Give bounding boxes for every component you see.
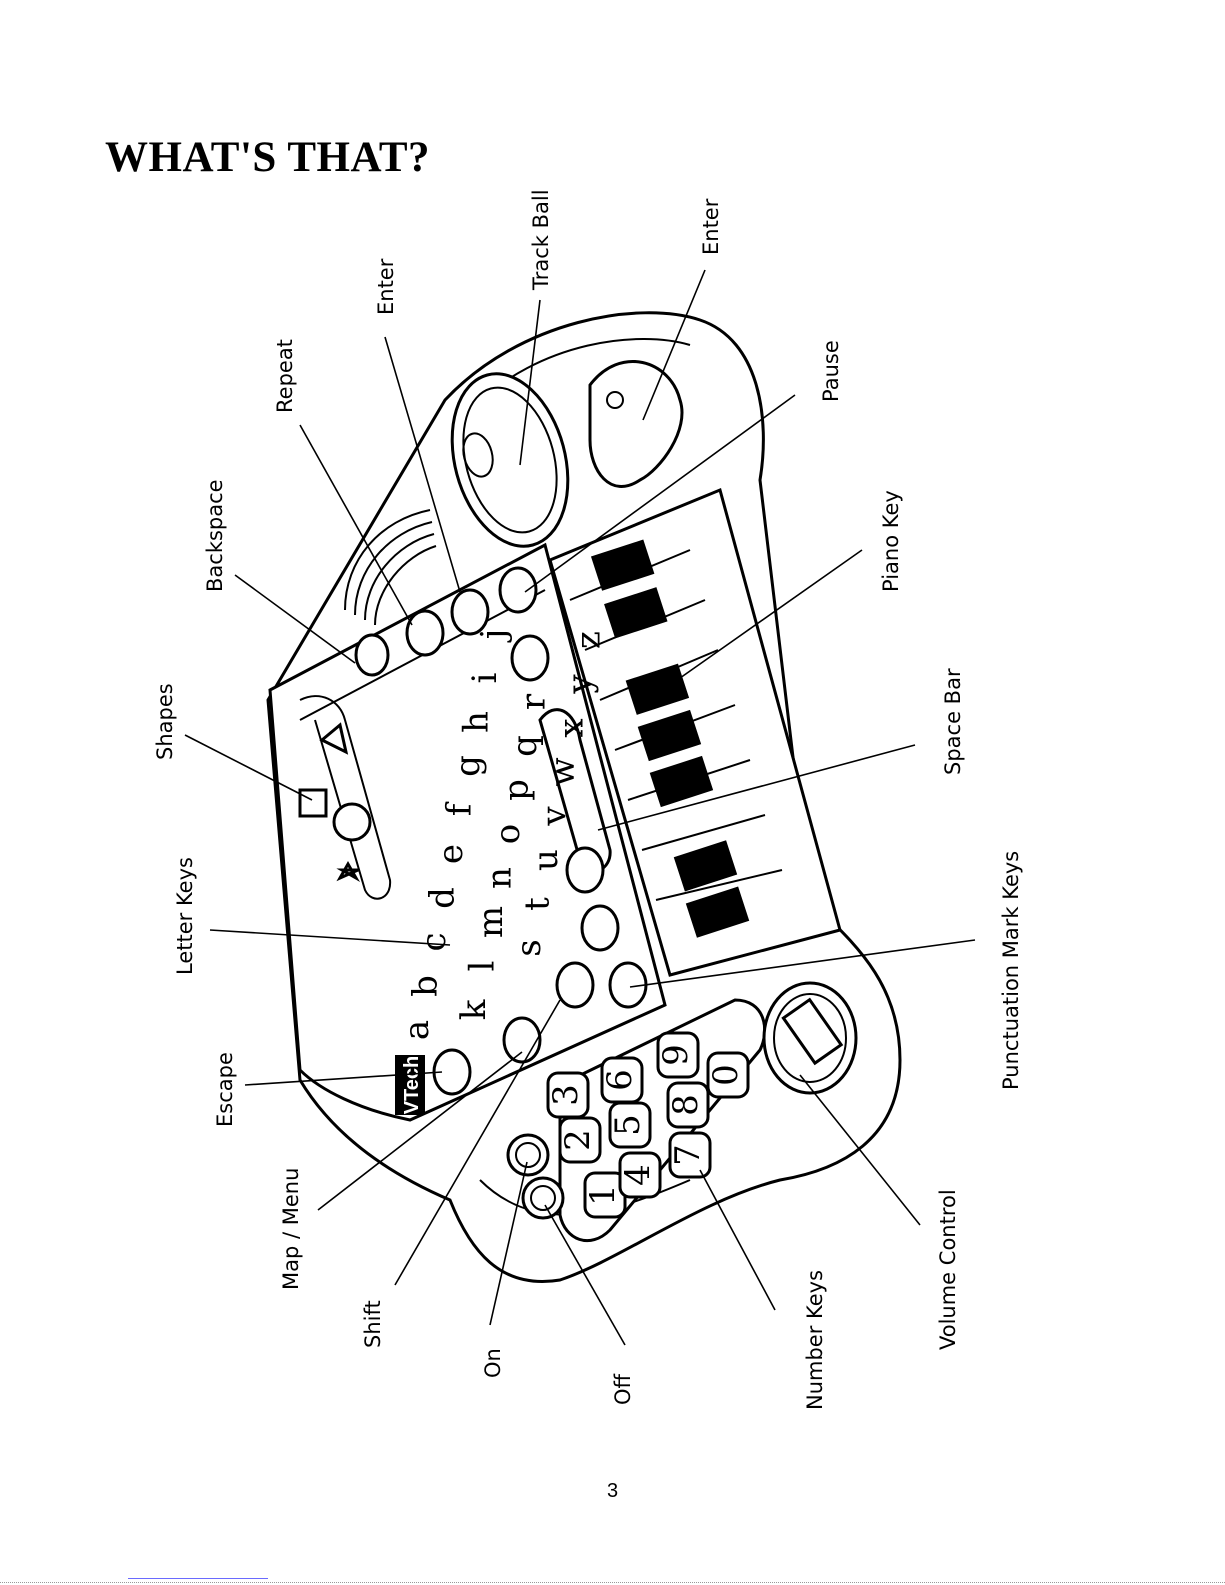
letter-key-i[interactable]: i [465, 672, 505, 683]
on-button[interactable] [508, 1135, 548, 1175]
label-backspace: Backspace [203, 479, 227, 592]
number-key-label: 4 [618, 1164, 658, 1186]
punctuation-key[interactable] [567, 848, 603, 892]
vtech-logo: VTech [395, 1055, 425, 1115]
volume-control[interactable] [764, 983, 856, 1093]
brand-text: VTech [401, 1056, 423, 1115]
number-key-label: 7 [668, 1144, 708, 1166]
label-repeat: Repeat [273, 339, 297, 413]
letter-key-y[interactable]: y [560, 674, 600, 695]
repeat-key[interactable] [407, 611, 443, 655]
letter-key-r[interactable]: r [514, 693, 554, 710]
letter-key-m[interactable]: m [471, 906, 511, 938]
letter-key-l[interactable]: l [463, 961, 503, 972]
number-key-label: 6 [600, 1069, 640, 1091]
label-punctuation-mark-keys: Punctuation Mark Keys [999, 851, 1023, 1090]
label-pause: Pause [819, 340, 843, 402]
letter-key-z[interactable]: z [569, 631, 609, 649]
enter-key-left[interactable] [452, 590, 488, 634]
letter-key-c[interactable]: c [414, 932, 454, 951]
label-escape: Escape [213, 1052, 237, 1127]
number-key-label: 5 [608, 1114, 648, 1136]
label-shift: Shift [361, 1300, 385, 1348]
letter-key-d[interactable]: d [423, 887, 463, 909]
map-menu-key[interactable] [504, 1018, 540, 1062]
letter-key-t[interactable]: t [518, 897, 558, 911]
label-track-ball: Track Ball [529, 189, 553, 291]
label-volume-control: Volume Control [936, 1189, 960, 1350]
letter-key-x[interactable]: x [552, 718, 592, 737]
letter-key-p[interactable]: p [497, 779, 537, 801]
letter-key-g[interactable]: g [448, 755, 488, 777]
number-key-label: 9 [656, 1044, 696, 1066]
backspace-key[interactable] [356, 635, 388, 675]
letter-key-u[interactable]: u [526, 849, 566, 871]
off-button[interactable] [523, 1178, 563, 1218]
label-shapes: Shapes [153, 683, 177, 760]
label-letter-keys: Letter Keys [173, 857, 197, 975]
number-key-label: 0 [706, 1064, 746, 1086]
label-enter-left: Enter [374, 258, 398, 315]
letter-key-q[interactable]: q [505, 735, 545, 757]
page-number: 3 [0, 1480, 1225, 1503]
punctuation-key[interactable] [582, 906, 618, 950]
label-off: Off [611, 1373, 635, 1405]
number-key-label: 3 [546, 1084, 586, 1106]
pause-key[interactable] [500, 568, 536, 612]
number-key-label: 8 [666, 1094, 706, 1116]
number-key-label: 2 [558, 1129, 598, 1151]
letter-key-h[interactable]: h [457, 711, 497, 733]
letter-key-w[interactable]: w [543, 757, 583, 786]
label-number-keys: Number Keys [803, 1270, 827, 1410]
bottom-rule [0, 1582, 1225, 1583]
letter-key-o[interactable]: o [488, 824, 528, 844]
label-enter-right: Enter [699, 198, 723, 255]
letter-key-s[interactable]: s [509, 939, 549, 956]
label-on: On [481, 1348, 505, 1378]
punctuation-key[interactable] [512, 636, 548, 680]
footer-rule [128, 1578, 268, 1579]
label-space-bar: Space Bar [941, 668, 965, 775]
label-piano-key: Piano Key [879, 490, 903, 592]
letter-key-n[interactable]: n [480, 867, 520, 889]
number-key-label: 1 [583, 1184, 623, 1206]
letter-key-v[interactable]: v [535, 806, 575, 827]
letter-key-e[interactable]: e [431, 844, 471, 864]
shift-key[interactable] [557, 963, 593, 1007]
label-map-menu: Map / Menu [279, 1168, 303, 1290]
letter-key-k[interactable]: k [454, 999, 494, 1020]
letter-key-a[interactable]: a [397, 1020, 437, 1040]
letter-key-b[interactable]: b [406, 975, 446, 997]
